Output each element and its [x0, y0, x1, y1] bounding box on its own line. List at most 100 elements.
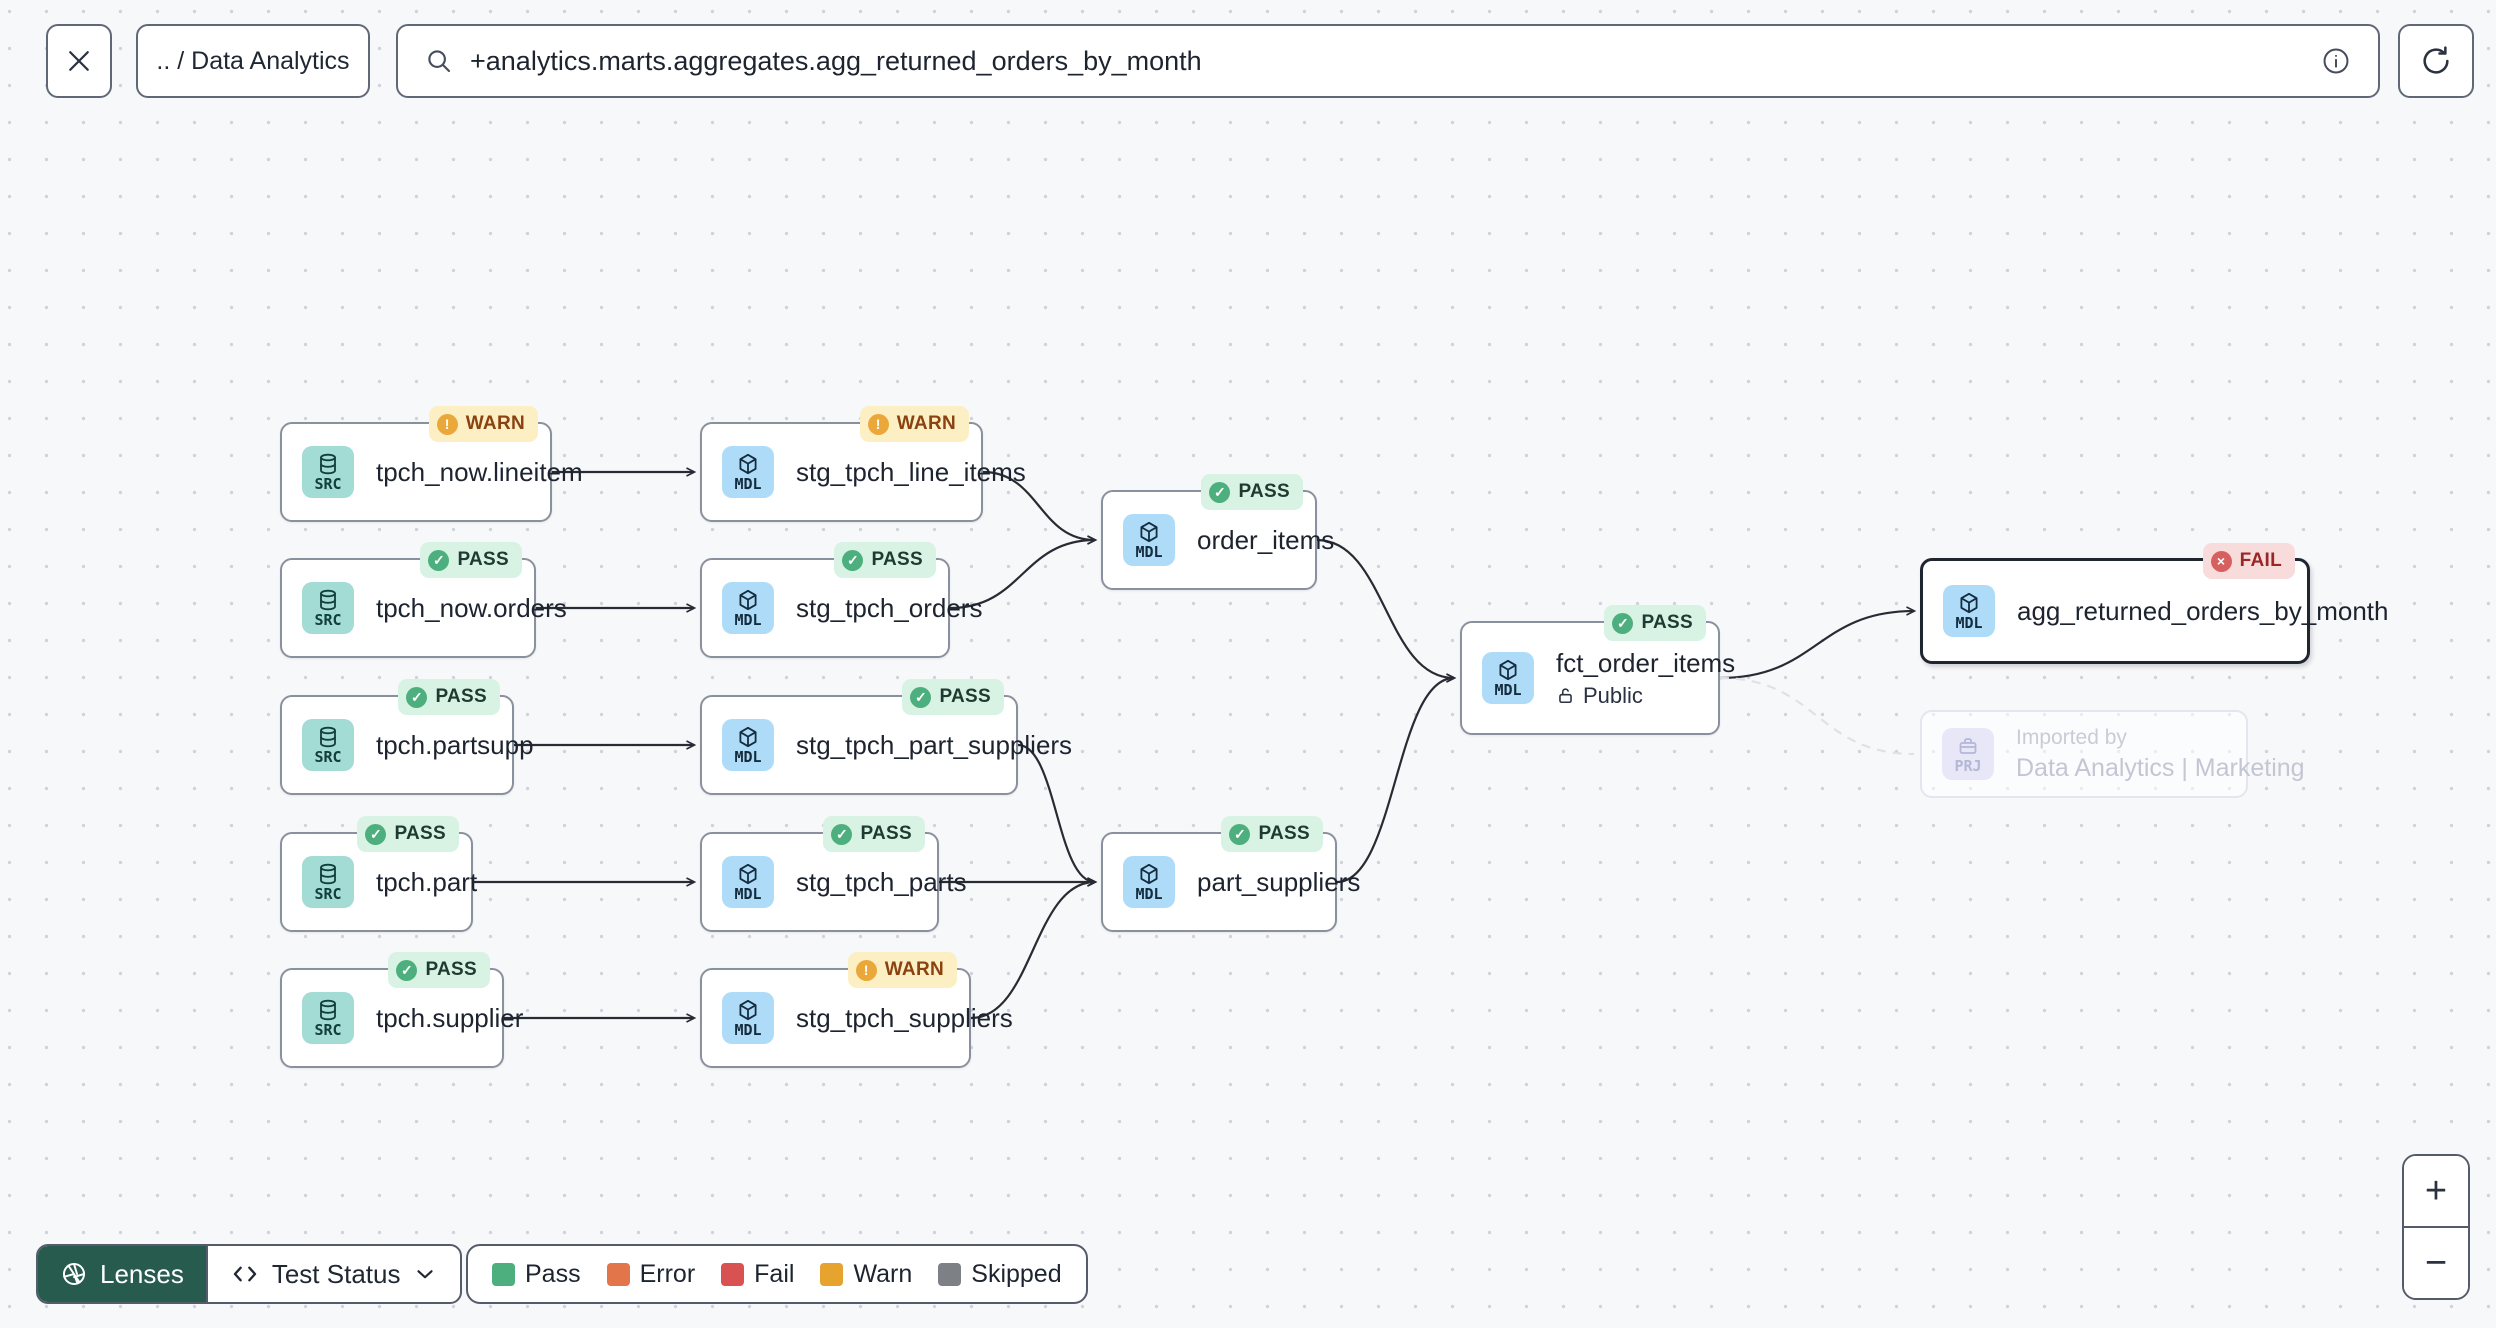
node-label: agg_returned_orders_by_month — [2017, 595, 2389, 626]
edge-stg_tpch_suppliers-to-part_suppliers — [970, 877, 1098, 1020]
node-label: Data Analytics | Marketing — [2016, 753, 2305, 782]
status-badge-pass: ✓PASS — [420, 542, 522, 578]
src-type-chip: SRC — [302, 992, 354, 1044]
chip-kind-label: SRC — [314, 885, 342, 903]
search-bar — [396, 24, 2380, 98]
database-icon — [316, 452, 340, 476]
zoom-divider — [2404, 1225, 2468, 1229]
legend-label: Warn — [853, 1259, 913, 1288]
edge-fct_order_items-to-agg_returned_orders_by_month — [1719, 606, 1917, 680]
legend-swatch-skipped — [938, 1262, 962, 1286]
cube-icon — [1137, 520, 1161, 544]
mdl-type-chip: MDL — [722, 446, 774, 498]
legend-item-fail: Fail — [721, 1260, 794, 1289]
legend-item-pass: Pass — [492, 1260, 581, 1289]
graph-node-tpch_now_orders[interactable]: SRC tpch_now.orders ✓PASS — [280, 542, 567, 658]
node-label: stg_tpch_suppliers — [796, 1002, 1013, 1033]
breadcrumb[interactable]: .. / Data Analytics — [136, 24, 370, 98]
database-icon — [316, 725, 340, 749]
chip-kind-label: SRC — [314, 748, 342, 766]
mdl-type-chip: MDL — [1123, 856, 1175, 908]
status-badge-pass: ✓PASS — [902, 679, 1004, 715]
pass-status-icon: ✓ — [396, 959, 418, 981]
edge-stg_tpch_line_items-to-order_items — [982, 470, 1098, 545]
node-label: stg_tpch_orders — [796, 592, 983, 623]
graph-node-stg_tpch_orders[interactable]: MDL stg_tpch_orders ✓PASS — [700, 542, 982, 658]
edge-fct_order_items-to-imported_by_project — [1719, 676, 1915, 756]
legend-label: Error — [639, 1259, 696, 1288]
pass-status-icon: ✓ — [831, 823, 853, 845]
edge-part_suppliers-to-fct_order_items — [1336, 673, 1457, 884]
legend-item-error: Error — [606, 1259, 696, 1289]
mdl-type-chip: MDL — [722, 719, 774, 771]
status-badge-fail: ×FAIL — [2202, 543, 2295, 579]
chip-kind-label: SRC — [314, 611, 342, 629]
cube-icon — [736, 998, 760, 1022]
legend-label: Skipped — [971, 1259, 1062, 1288]
node-label: tpch_now.orders — [376, 592, 567, 623]
status-badge-pass: ✓PASS — [1201, 474, 1303, 510]
status-badge-warn: !WARN — [428, 406, 538, 442]
breadcrumb-label: .. / Data Analytics — [156, 46, 350, 75]
chip-kind-label: SRC — [314, 475, 342, 493]
fail-status-icon: × — [2210, 550, 2232, 572]
cube-icon — [1496, 658, 1520, 682]
graph-node-agg_returned_orders_by_month[interactable]: MDL agg_returned_orders_by_month ×FAIL — [1920, 543, 2388, 664]
pass-status-icon: ✓ — [1229, 823, 1251, 845]
chip-kind-label: MDL — [1955, 614, 1983, 632]
unlock-icon — [1556, 686, 1575, 705]
close-button[interactable] — [46, 24, 112, 98]
lenses-button[interactable]: Lenses — [38, 1246, 206, 1302]
mdl-type-chip: MDL — [722, 582, 774, 634]
chip-kind-label: MDL — [1494, 681, 1522, 699]
cube-icon — [736, 452, 760, 476]
search-input[interactable] — [470, 45, 2304, 77]
warn-status-icon: ! — [436, 413, 458, 435]
zoom-controls: + − — [2402, 1154, 2470, 1300]
legend-label: Pass — [525, 1259, 581, 1288]
refresh-icon — [2419, 44, 2453, 78]
src-type-chip: SRC — [302, 719, 354, 771]
cube-icon — [736, 588, 760, 612]
edge-stg_tpch_part_suppliers-to-part_suppliers — [1017, 743, 1098, 887]
status-badge-pass: ✓PASS — [1221, 816, 1323, 852]
zoom-out-button[interactable]: − — [2404, 1228, 2468, 1298]
lens-selector[interactable]: Test Status — [205, 1246, 461, 1302]
graph-node-part_suppliers[interactable]: MDL part_suppliers ✓PASS — [1101, 816, 1360, 932]
status-badge-pass: ✓PASS — [834, 542, 936, 578]
status-badge-pass: ✓PASS — [1604, 605, 1706, 641]
zoom-in-button[interactable]: + — [2404, 1156, 2468, 1226]
chip-kind-label: MDL — [1135, 543, 1163, 561]
src-type-chip: SRC — [302, 856, 354, 908]
node-label: stg_tpch_parts — [796, 866, 967, 897]
node-label: part_suppliers — [1197, 866, 1361, 897]
refresh-button[interactable] — [2398, 24, 2474, 98]
mdl-type-chip: MDL — [1943, 585, 1995, 637]
node-label: fct_order_items — [1556, 647, 1736, 678]
info-icon[interactable] — [2320, 45, 2352, 77]
legend-label: Fail — [754, 1259, 795, 1288]
toolbar: .. / Data Analytics — [0, 0, 2496, 120]
search-icon — [424, 46, 454, 76]
pass-status-icon: ✓ — [406, 686, 428, 708]
legend-item-warn: Warn — [820, 1260, 912, 1289]
node-label: stg_tpch_part_suppliers — [796, 729, 1073, 760]
legend-swatch-fail — [721, 1262, 745, 1286]
status-badge-pass: ✓PASS — [388, 952, 490, 988]
graph-node-stg_tpch_part_suppliers[interactable]: MDL stg_tpch_part_suppliers ✓PASS — [700, 679, 1072, 795]
legend-swatch-error — [606, 1262, 630, 1286]
src-type-chip: SRC — [302, 446, 354, 498]
lenses-label: Lenses — [100, 1258, 184, 1289]
